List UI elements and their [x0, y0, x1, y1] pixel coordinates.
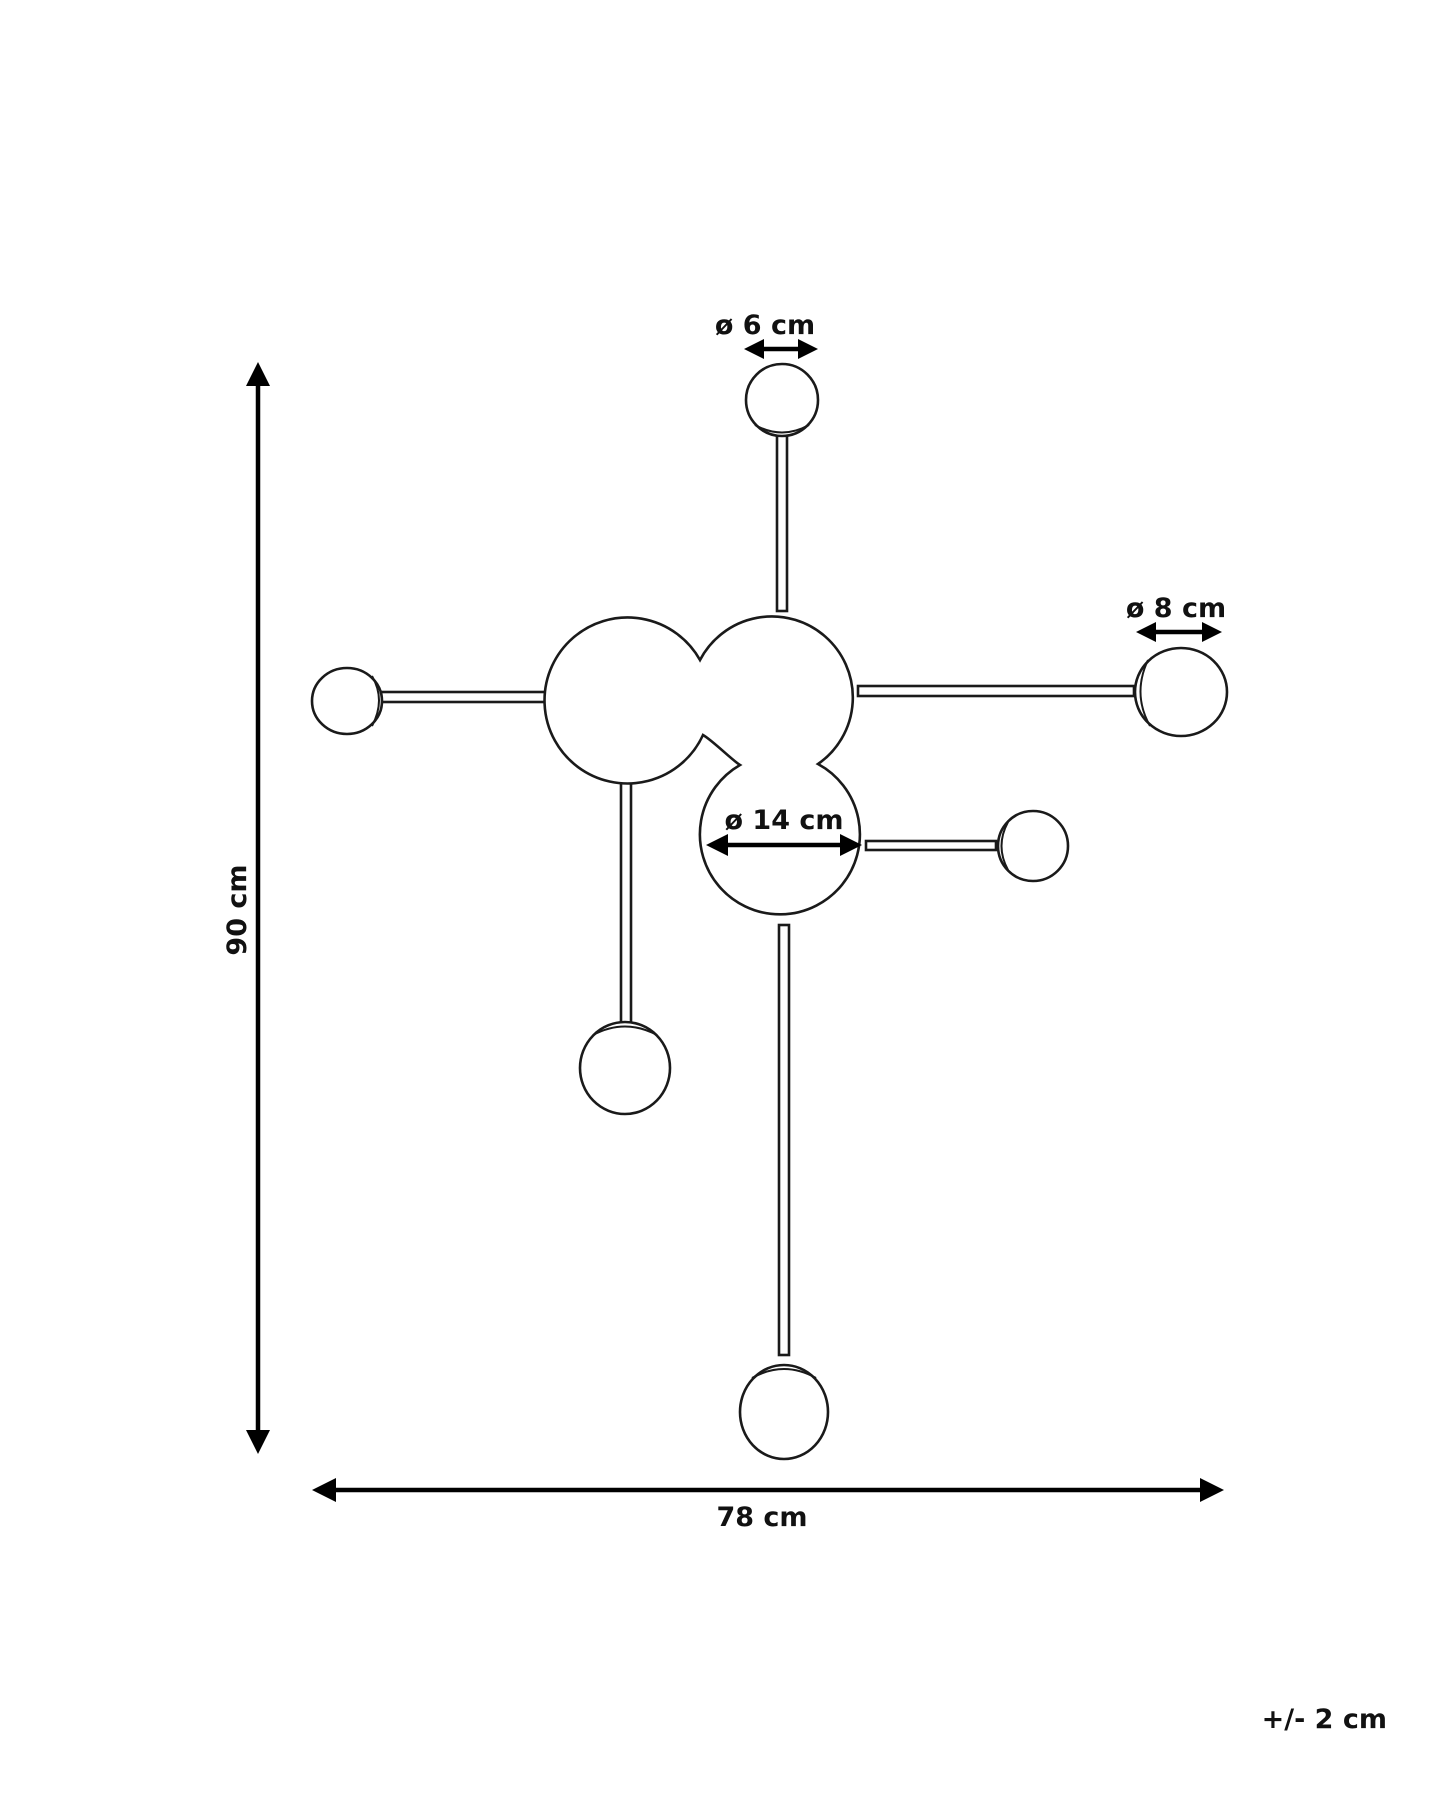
medium-shade-arrow-left [1136, 622, 1156, 642]
height-arrow-bottom [246, 1430, 270, 1454]
medium-shade-arrow-right [1202, 622, 1222, 642]
arm-lower-left [619, 773, 633, 1027]
height-label: 90 cm [222, 864, 253, 955]
globe-top-rim [754, 424, 810, 434]
small-shade-dimension: ø 6 cm [715, 310, 818, 359]
canopy-arrow-left [706, 834, 728, 856]
height-arrow-top [246, 362, 270, 386]
globe-bottom [738, 1363, 830, 1461]
globe-lower-left [578, 1020, 672, 1116]
lamp-arms [379, 433, 1136, 1357]
canopy-label: ø 14 cm [724, 805, 843, 836]
medium-shade-label: ø 8 cm [1126, 593, 1226, 624]
arm-top [775, 433, 789, 613]
globe-right [1133, 646, 1229, 738]
arm-right-short [864, 839, 998, 852]
arm-left [379, 690, 553, 704]
arm-bottom [777, 923, 791, 1357]
tolerance-note: +/- 2 cm [1262, 1704, 1387, 1735]
globe-lower-left-rim [592, 1025, 658, 1036]
height-dimension: 90 cm [222, 362, 270, 1454]
globe-right-small [996, 809, 1070, 883]
canopy-arrow-right [840, 834, 862, 856]
width-arrow-right [1200, 1478, 1224, 1502]
globe-left [310, 666, 384, 736]
width-label: 78 cm [716, 1502, 807, 1533]
globe-right-rim [1139, 659, 1151, 727]
medium-shade-dimension: ø 8 cm [1126, 593, 1226, 642]
width-arrow-left [312, 1478, 336, 1502]
globe-right-small-rim [1000, 821, 1009, 871]
canopy-outline [543, 615, 862, 916]
small-shade-label: ø 6 cm [715, 310, 815, 341]
globe-left-rim [371, 675, 380, 727]
small-shade-arrow-right [798, 339, 818, 359]
lamp-canopy [543, 615, 862, 916]
arm-right [856, 684, 1136, 698]
globe-top [744, 362, 820, 438]
canopy-dimension: ø 14 cm [706, 805, 862, 856]
width-dimension: 78 cm [312, 1478, 1224, 1533]
globe-bottom-rim [751, 1368, 817, 1379]
lamp-globes [310, 362, 1229, 1461]
small-shade-arrow-left [744, 339, 764, 359]
